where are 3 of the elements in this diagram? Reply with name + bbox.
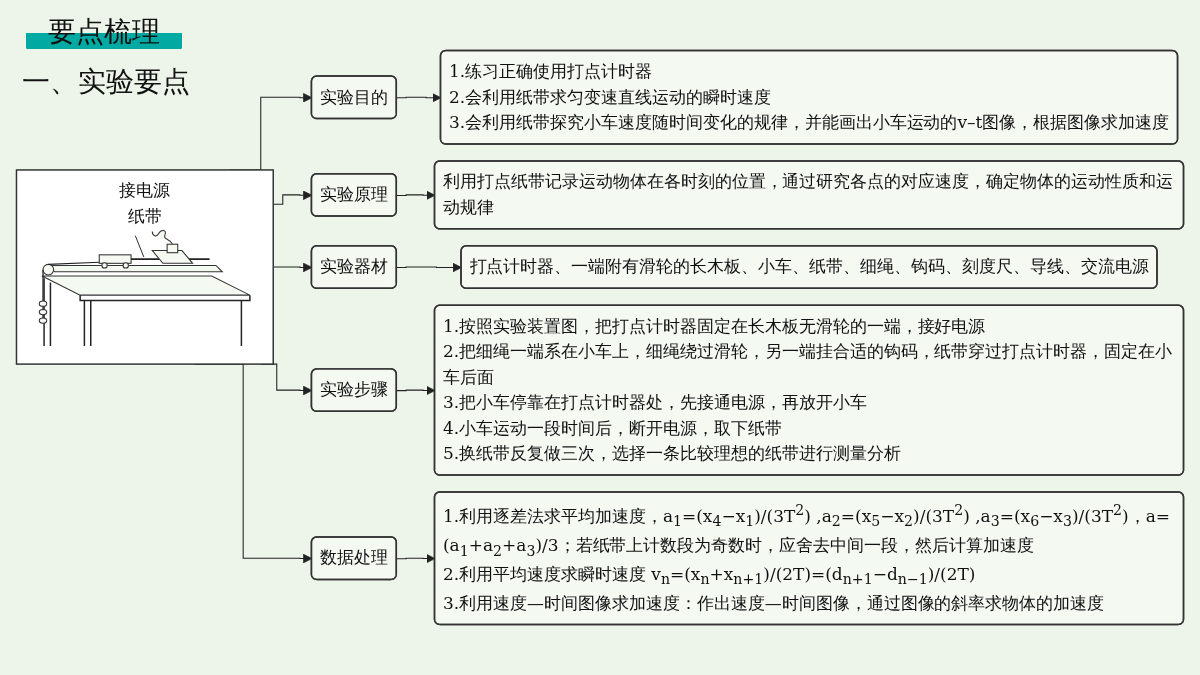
node-box: 接电源 纸带 <box>15 169 274 365</box>
arrow <box>396 262 462 273</box>
section-heading: 一、实验要点 <box>22 64 190 100</box>
